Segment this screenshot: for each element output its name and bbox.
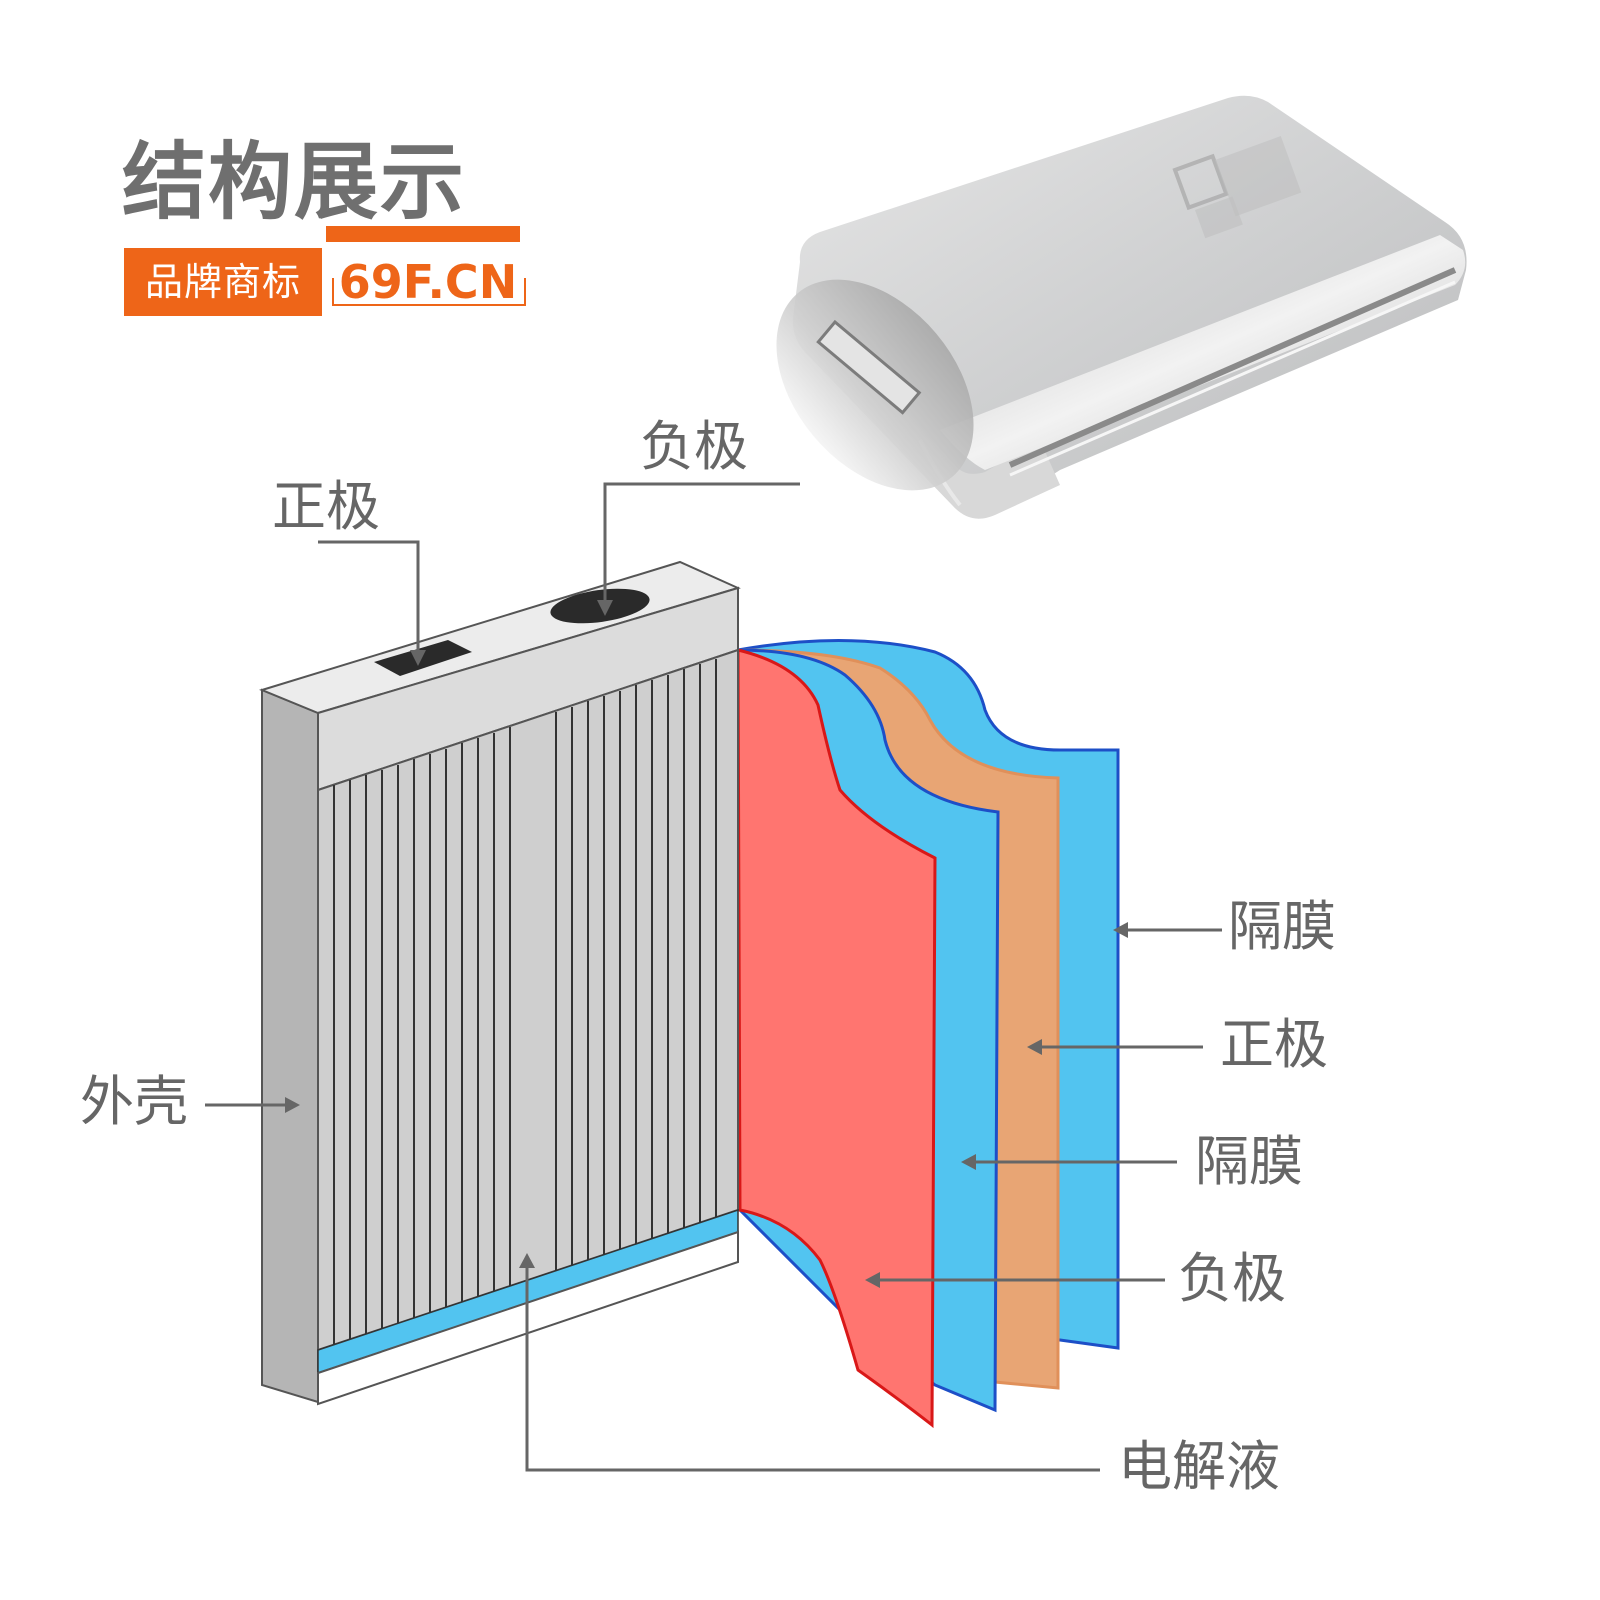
brand-url: 69F.CN bbox=[338, 255, 518, 309]
negative-electrode-sheet bbox=[736, 648, 937, 1429]
leader-positive-top bbox=[318, 540, 420, 650]
arrow-casing bbox=[285, 1097, 300, 1113]
positive-terminal bbox=[374, 640, 472, 676]
arrow-positive-layer bbox=[1027, 1039, 1042, 1055]
label-electrolyte: 电解液 bbox=[1118, 1435, 1280, 1498]
page-title: 结构展示 bbox=[122, 133, 467, 231]
label-separator-outer: 隔膜 bbox=[1228, 895, 1336, 958]
leader-electrolyte bbox=[525, 1268, 1100, 1472]
brand-label: 品牌商标 bbox=[124, 248, 322, 316]
label-negative-top: 负极 bbox=[640, 415, 748, 478]
aluminum-battery-cell-photo bbox=[776, 95, 1467, 519]
label-separator-inner: 隔膜 bbox=[1195, 1130, 1303, 1193]
arrow-separator-outer bbox=[1113, 922, 1128, 938]
arrow-separator-inner bbox=[961, 1154, 976, 1170]
label-casing: 外壳 bbox=[80, 1070, 188, 1133]
qr-code-icon bbox=[1172, 136, 1302, 239]
title-accent-bar bbox=[326, 226, 520, 242]
label-positive-layer: 正极 bbox=[1220, 1013, 1328, 1076]
leader-negative-top bbox=[603, 482, 800, 600]
brand-bracket bbox=[332, 278, 526, 306]
arrow-electrolyte bbox=[519, 1253, 535, 1268]
arrow-positive-top bbox=[410, 650, 426, 666]
label-positive-top: 正极 bbox=[272, 475, 380, 538]
battery-casing bbox=[259, 560, 741, 1406]
arrow-negative-layer bbox=[865, 1272, 880, 1288]
label-negative-layer: 负极 bbox=[1178, 1247, 1286, 1310]
arrow-negative-top bbox=[597, 600, 613, 616]
